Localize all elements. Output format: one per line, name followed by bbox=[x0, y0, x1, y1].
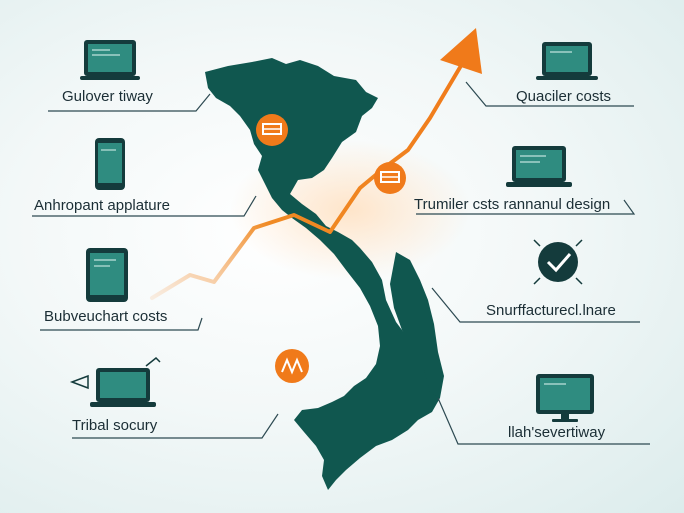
laptop-icon bbox=[69, 356, 161, 407]
label-right-2: Trumiler csts rannanul design bbox=[414, 196, 611, 213]
laptop-icon bbox=[506, 146, 572, 187]
label-left-1: Gulover tiway bbox=[62, 88, 153, 105]
orange-marker-icon bbox=[374, 162, 406, 194]
country-map bbox=[205, 58, 444, 490]
label-left-3: Bubveuchart costs bbox=[44, 308, 168, 325]
monitor-icon bbox=[536, 374, 594, 422]
label-left-4: Tribal socury bbox=[72, 417, 158, 434]
connector-lines bbox=[32, 81, 650, 445]
label-right-1: Quaciler costs bbox=[516, 88, 612, 105]
trend-arrow-icon bbox=[440, 28, 482, 74]
orange-marker-icon bbox=[275, 349, 309, 383]
tablet-icon bbox=[86, 248, 128, 302]
phone-icon bbox=[95, 138, 125, 190]
label-right-3: Snurffacturecl.lnare bbox=[486, 302, 616, 319]
laptop-icon bbox=[536, 42, 598, 80]
label-right-4: llah'severtiway bbox=[508, 424, 606, 441]
label-left-2: Anhropant applature bbox=[34, 197, 170, 214]
trend-line bbox=[150, 62, 464, 300]
checkmark-badge-icon bbox=[533, 239, 583, 285]
laptop-icon bbox=[80, 40, 140, 80]
orange-marker-icon bbox=[256, 114, 288, 146]
